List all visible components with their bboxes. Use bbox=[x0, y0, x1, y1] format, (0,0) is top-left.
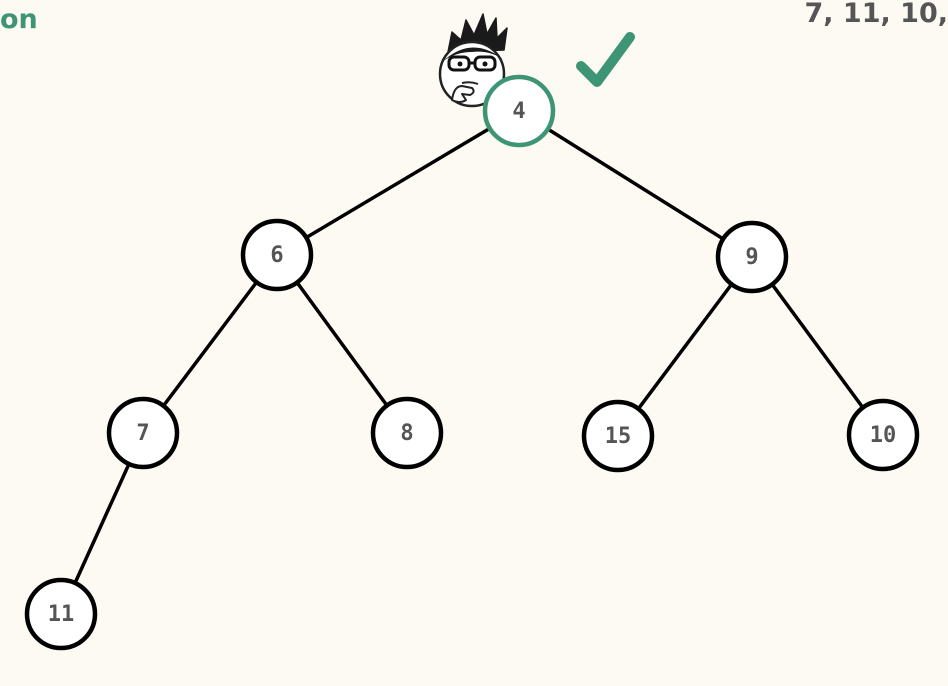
edges bbox=[59, 109, 885, 616]
node-label-11: 11 bbox=[48, 602, 75, 627]
sequence-fragment: 7, 11, 10, bbox=[804, 0, 948, 29]
edge-4-6 bbox=[275, 109, 521, 257]
node-15: 15 bbox=[581, 399, 655, 473]
checkmark-icon bbox=[576, 32, 635, 87]
edge-6-8 bbox=[275, 253, 409, 435]
edge-9-10 bbox=[750, 255, 885, 437]
node-4: 4 bbox=[482, 74, 556, 148]
node-label-15: 15 bbox=[605, 424, 632, 449]
node-label-8: 8 bbox=[400, 421, 413, 446]
node-label-7: 7 bbox=[136, 421, 149, 446]
node-9: 9 bbox=[715, 220, 789, 294]
node-6: 6 bbox=[240, 218, 314, 292]
title-fragment: on bbox=[0, 4, 38, 35]
node-11: 11 bbox=[24, 577, 98, 651]
node-label-9: 9 bbox=[745, 245, 758, 270]
node-label-6: 6 bbox=[270, 243, 283, 268]
node-7: 7 bbox=[106, 396, 180, 470]
node-10: 10 bbox=[846, 398, 920, 472]
edge-4-9 bbox=[517, 109, 754, 259]
edge-9-15 bbox=[616, 255, 754, 438]
node-label-10: 10 bbox=[870, 423, 897, 448]
edge-6-7 bbox=[141, 253, 279, 435]
node-label-4: 4 bbox=[512, 99, 525, 124]
node-8: 8 bbox=[370, 396, 444, 470]
thinking-character-icon bbox=[438, 13, 508, 108]
